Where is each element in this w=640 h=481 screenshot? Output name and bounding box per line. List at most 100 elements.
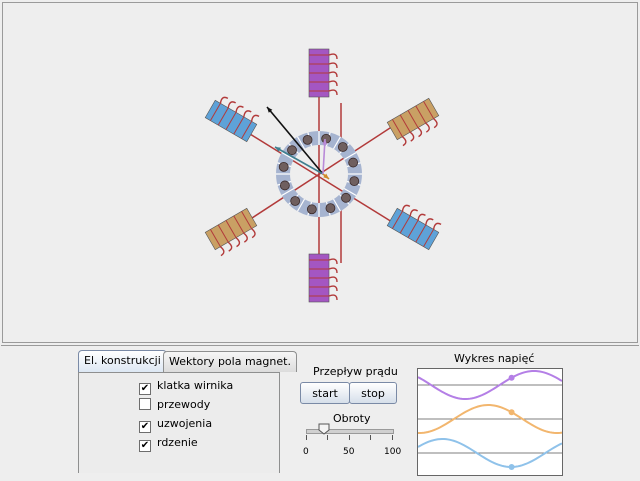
coil-upper-left (204, 96, 260, 143)
tab-magnetic-field-vectors[interactable]: Wektory pola magnet. (163, 351, 297, 372)
slider-tick (327, 435, 328, 440)
checkbox-wires[interactable]: przewody (139, 398, 210, 412)
coil-turn (235, 237, 241, 248)
coil-turn (409, 131, 415, 142)
coil-turn (227, 241, 233, 252)
tab-construction-elements[interactable]: El. konstrukcji (78, 350, 167, 373)
coil-turn (227, 101, 237, 108)
coil-upper-right (386, 97, 440, 147)
coil-turn (328, 267, 338, 274)
coil-turn (417, 213, 426, 221)
checkbox-label: rdzenie (157, 436, 198, 449)
coil-turn (401, 204, 411, 212)
slider-tick-label: 100 (384, 447, 402, 457)
coil-turn (399, 215, 411, 234)
stator-slot (332, 136, 342, 150)
field-vector (266, 106, 324, 175)
field-vector (274, 146, 324, 175)
chart-series-marker (508, 409, 515, 416)
coil-turn (417, 127, 423, 138)
field-vector (322, 138, 326, 175)
field-vector-head (323, 173, 329, 179)
rotor-bar (348, 157, 359, 168)
coil-lower-right (386, 204, 442, 251)
coil-turn (225, 112, 237, 130)
coil-turn (423, 229, 435, 247)
rotation-title: Obroty (333, 412, 371, 425)
coil-turn (328, 276, 338, 283)
winding-wire (228, 120, 414, 236)
coil-turn (399, 114, 411, 133)
slider-tick (392, 435, 393, 440)
coil-turn (217, 224, 229, 243)
rotor-bar (349, 176, 360, 187)
coil-turn (401, 136, 407, 147)
chart-series-line (417, 403, 563, 435)
coil-turn (328, 62, 338, 69)
coil-turn (328, 53, 338, 60)
coil-turn (415, 224, 427, 243)
coil-turn (241, 211, 253, 229)
field-vector-head (322, 139, 328, 145)
checkbox-box[interactable]: ✔ (139, 421, 151, 433)
checkbox-label: klatka wirnika (157, 379, 234, 392)
slider-tick (306, 435, 307, 440)
simulation-canvas (2, 2, 638, 343)
stator-slot (296, 136, 306, 150)
field-vector-head (267, 107, 273, 113)
stator-slot (343, 187, 357, 197)
coil-turn (407, 220, 419, 238)
rotor-bar (341, 192, 351, 203)
coil-turn (233, 215, 245, 234)
coil-turn (209, 229, 221, 247)
coil-turn (328, 258, 338, 265)
checkbox-box[interactable] (139, 398, 151, 410)
rotor-bar (279, 180, 290, 191)
chart-series-line (417, 369, 563, 400)
start-button[interactable]: start (300, 382, 350, 404)
slider-tick-label: 50 (343, 447, 355, 457)
stop-button[interactable]: stop (349, 382, 397, 404)
rotor-bar (278, 161, 289, 172)
coil-turn (233, 116, 245, 135)
coil-turn (251, 228, 256, 239)
coil-turn (328, 285, 338, 292)
coil-top (308, 48, 338, 98)
chart-series-line (417, 437, 563, 468)
coil-turn (328, 71, 338, 78)
coil-turn (423, 101, 435, 119)
checkbox-cores[interactable]: ✔ rdzenie (139, 436, 198, 452)
checkbox-box[interactable]: ✔ (139, 383, 151, 395)
rotor-bar (337, 142, 348, 152)
slider-thumb[interactable] (318, 423, 330, 435)
coil-turn (235, 105, 244, 113)
checkbox-label: przewody (157, 398, 211, 411)
stator-slot (281, 151, 295, 161)
coil-turn (391, 211, 403, 229)
chart-series-marker (508, 463, 515, 470)
slider-tick (349, 435, 350, 440)
coil-turn (225, 220, 237, 238)
coil-turn (425, 122, 430, 133)
rotor-bar (290, 196, 301, 206)
voltage-chart-plot (417, 369, 563, 470)
coil-turn (241, 121, 253, 139)
stator-slot (296, 198, 306, 212)
rotation-slider[interactable] (306, 429, 394, 434)
stator-slot (343, 151, 357, 161)
chart-title: Wykres napięć (454, 352, 535, 365)
coil-bottom (308, 253, 338, 303)
coil-turn (243, 110, 252, 117)
stator-slot (281, 187, 295, 197)
coil-turn (425, 218, 434, 225)
checkbox-rotor-cage[interactable]: ✔ klatka wirnika (139, 379, 234, 395)
coil-lower-left (204, 207, 258, 257)
coil-turn (328, 294, 338, 301)
rotor-bar (287, 145, 297, 156)
coil-turn (217, 107, 229, 126)
checkbox-box[interactable]: ✔ (139, 440, 151, 452)
coil-turn (432, 222, 442, 230)
tab-content (78, 372, 280, 473)
motor-diagram (204, 48, 442, 303)
checkbox-windings[interactable]: ✔uzwojenia (139, 417, 212, 433)
